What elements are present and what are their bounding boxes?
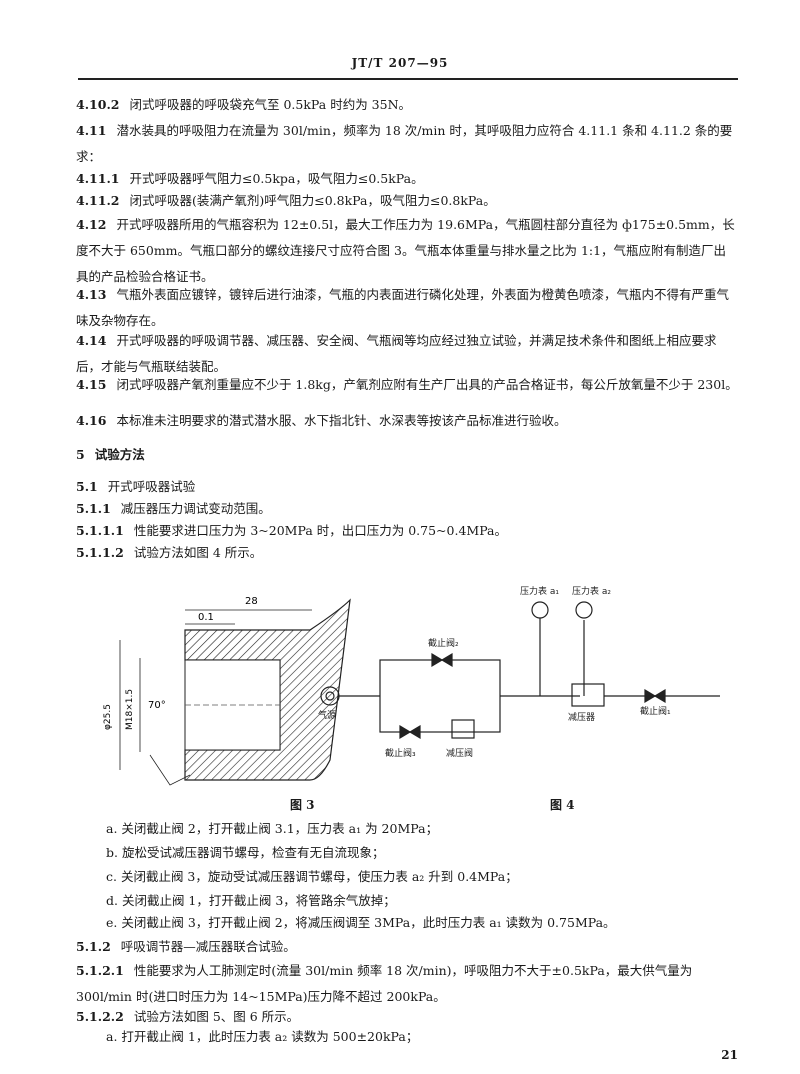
step-c: c. 关闭截止阀 3，旋动受试减压器调节螺母，使压力表 a₂ 升到 0.4MPa…: [106, 869, 518, 884]
svg-text:压力表 a₁: 压力表 a₁: [520, 585, 559, 597]
fig3-dia: φ25.5: [103, 704, 113, 730]
reducer-box-icon: [571, 683, 605, 707]
pressure-gauge-a1-icon: [531, 601, 549, 619]
figure-4-drawing: [320, 601, 720, 740]
fig3-thread: M18×1.5: [125, 689, 135, 730]
figures-3-4: 28 0.1 70° M18×1.5 φ25.5: [103, 585, 720, 786]
figure-3-caption: 图 3: [290, 798, 315, 812]
fig3-dim-28: 28: [245, 596, 258, 607]
svg-text:压力表 a₂: 压力表 a₂: [572, 585, 611, 597]
svg-text:减压器: 减压器: [568, 711, 595, 723]
fig3-dim-01: 0.1: [198, 612, 214, 623]
step-b: b. 旋松受试减压器调节螺母，检查有无自流现象；: [106, 845, 385, 860]
pressure-gauge-a2-icon: [575, 601, 593, 619]
step-a-2: a. 打开截止阀 1，此时压力表 a₂ 读数为 500±20kPa；: [106, 1029, 419, 1044]
page-header: JT/T 207—95: [351, 56, 449, 70]
step-a: a. 关闭截止阀 2，打开截止阀 3.1，压力表 a₁ 为 20MPa；: [106, 821, 439, 836]
svg-text:气源: 气源: [318, 709, 336, 721]
svg-text:截止阀₂: 截止阀₂: [428, 637, 459, 649]
valve3-icon: [399, 724, 412, 740]
step-d: d. 关闭截止阀 1，打开截止阀 3，将管路余气放掉；: [106, 893, 396, 908]
svg-text:减压阀: 减压阀: [446, 747, 473, 759]
figure-4-labels: 压力表 a₁ 压力表 a₂ 截止阀₂ 截止阀₃ 减压阀 减压器 截止阀₁ 气源: [318, 585, 671, 759]
header-rule: [78, 78, 738, 80]
svg-text:截止阀₁: 截止阀₁: [640, 705, 671, 717]
step-e: e. 关闭截止阀 3，打开截止阀 2，将减压阀调至 3MPa，此时压力表 a₁ …: [106, 915, 616, 930]
reducer-valve-icon: [451, 719, 475, 739]
valve1-icon: [644, 688, 657, 704]
figure-4-caption: 图 4: [550, 798, 575, 812]
svg-text:截止阀₃: 截止阀₃: [385, 747, 416, 759]
figure-3-drawing: 28 0.1 70° M18×1.5 φ25.5: [103, 596, 351, 786]
valve2-icon: [431, 652, 444, 668]
page-number: 21: [721, 1048, 738, 1062]
fig3-angle: 70°: [148, 700, 166, 711]
